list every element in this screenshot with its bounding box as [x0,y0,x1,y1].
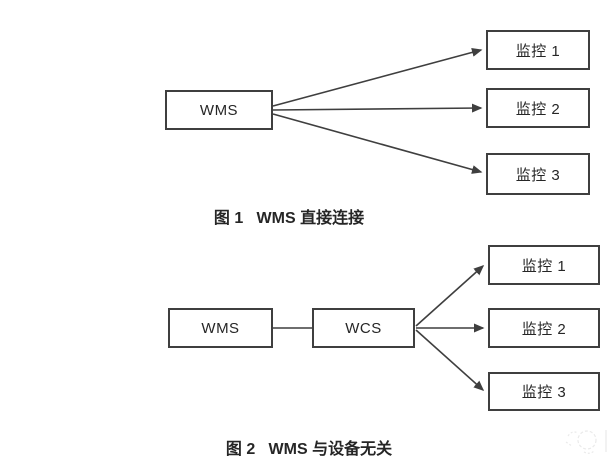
fig1-monitor3-node: 监控 3 [486,153,590,195]
fig1-caption: 图 1 WMS 直接连接 [213,210,365,227]
fig2-monitor1-label: 监控 1 [521,257,567,275]
fig1-wms-node: WMS [165,90,273,130]
fig2-monitor1-node: 监控 1 [488,245,600,285]
fig1-arrow-wms-to-monitor1 [272,47,483,107]
fig2-arrow-wcs-to-monitor3 [415,329,485,392]
fig1-monitor1-node: 监控 1 [486,30,590,70]
fig2-monitor2-node: 监控 2 [488,308,600,348]
fig2-wcs-label: WCS [345,319,382,337]
fig1-wms-label: WMS [199,101,239,119]
fig2-monitor3-label: 监控 3 [521,384,567,401]
fig2-arrow-wcs-to-monitor1 [415,264,485,327]
fig1-monitor2-label: 监控 2 [515,100,561,118]
fig1-monitor2-node: 监控 2 [486,88,590,128]
fig2-wcs-node: WCS [312,308,415,348]
fig1-arrow-wms-to-monitor3 [272,113,483,174]
fig2-monitor3-node: 监控 3 [488,372,600,411]
fig1-monitor1-label: 监控 1 [515,42,561,60]
fig2-monitor2-label: 监控 2 [521,320,567,338]
fig2-wms-label: WMS [201,319,240,337]
fig2-caption: 图 2 WMS 与设备无关 [225,441,393,458]
fig2-wms-node: WMS [168,308,273,348]
watermark-icon [565,430,607,454]
fig1-arrow-wms-to-monitor2 [272,103,483,113]
fig1-monitor3-label: 监控 3 [515,166,561,184]
